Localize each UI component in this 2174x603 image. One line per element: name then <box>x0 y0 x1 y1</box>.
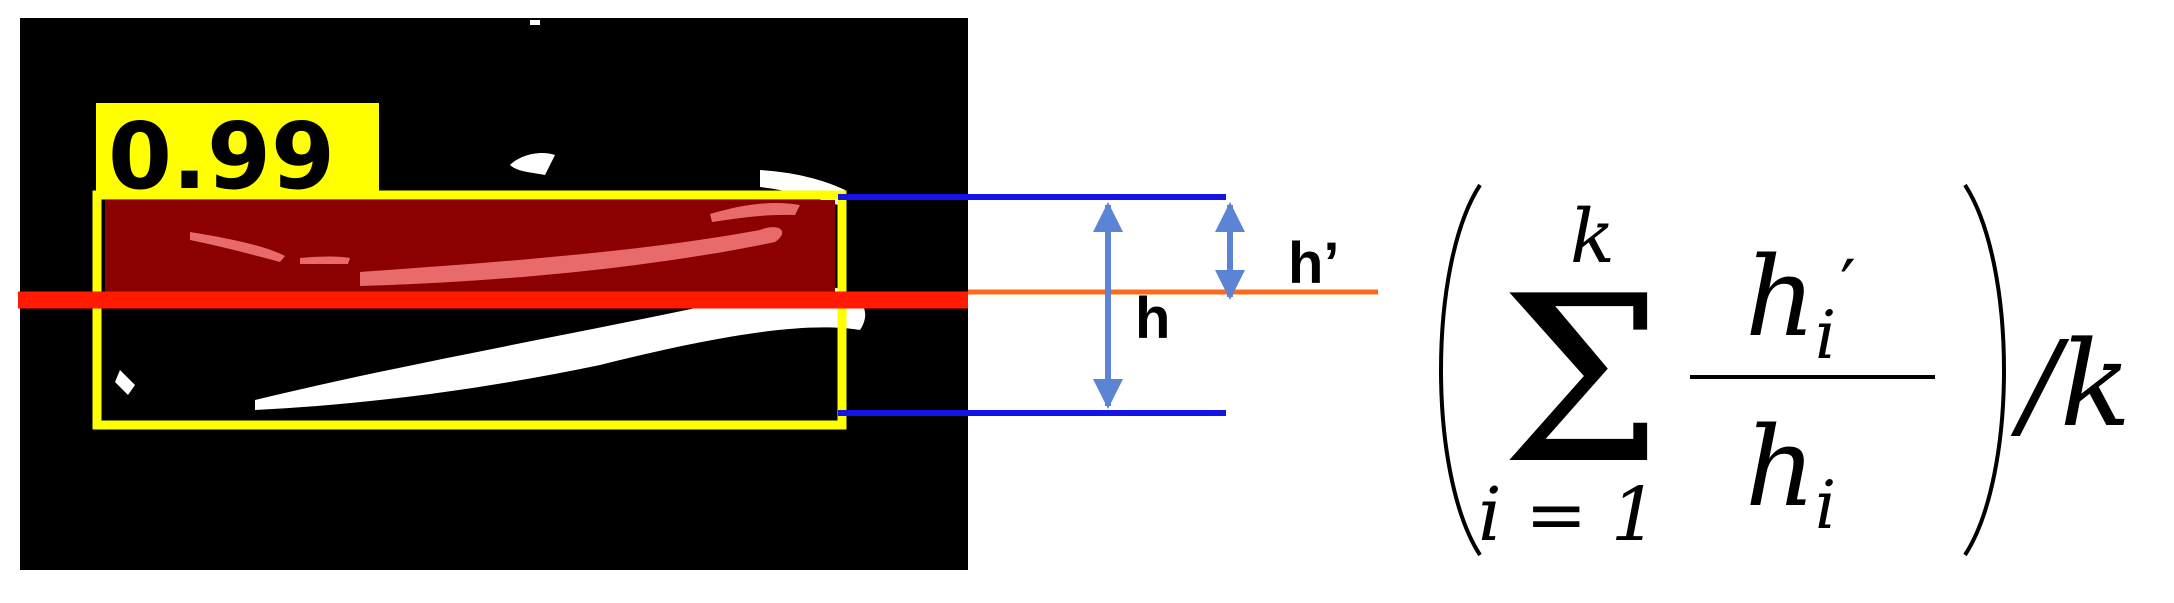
numerator-prime: ′ <box>1840 245 1856 327</box>
numerator-subscript: i <box>1815 297 1836 374</box>
bounding-box <box>92 190 847 430</box>
sum-upper-limit: k <box>1570 194 1615 280</box>
height-label: h <box>1135 286 1170 351</box>
numerator-h: h <box>1745 233 1816 361</box>
sigma-symbol: Σ <box>1500 248 1663 515</box>
partial-height-label: h’ <box>1288 231 1340 296</box>
right-paren <box>1963 183 2006 557</box>
score-label-bg <box>96 103 379 198</box>
score-label: 0.99 <box>108 103 335 210</box>
sum-lower-limit: i = 1 <box>1478 472 1658 558</box>
denominator-subscript: i <box>1815 467 1836 544</box>
denominator-h: h <box>1745 403 1816 531</box>
handwriting-strokes <box>115 20 866 410</box>
overlap-strokes <box>190 203 800 286</box>
divisor: /k <box>2010 315 2131 453</box>
left-paren <box>1439 183 1482 557</box>
formula: Σ k i = 1 h i ′ h i /k <box>1439 183 2131 558</box>
